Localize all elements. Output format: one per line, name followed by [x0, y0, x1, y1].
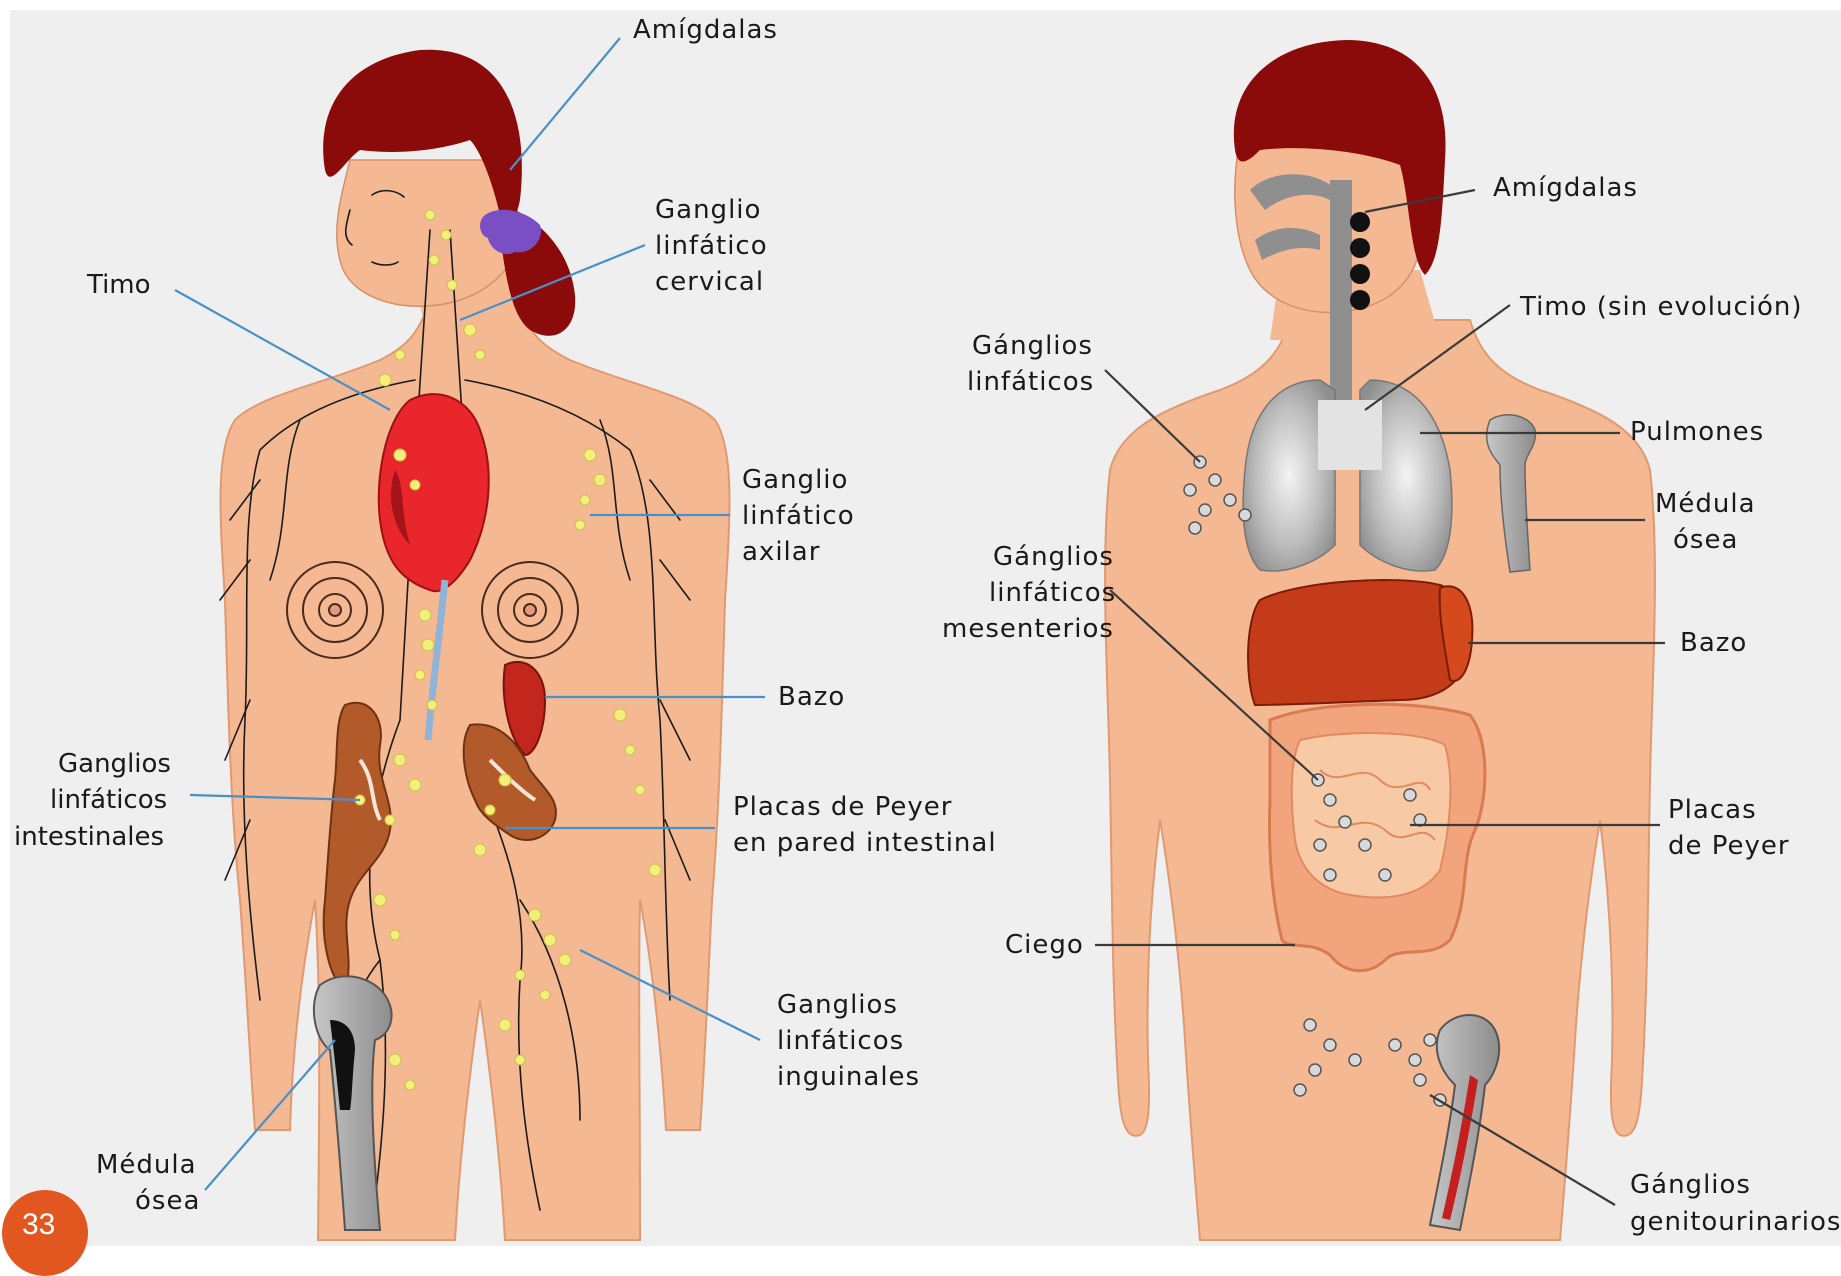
- label-placas-peyer-female-1: Placas de Peyer: [733, 792, 952, 822]
- label-bazo-female: Bazo: [778, 682, 845, 712]
- slide-number: 33: [22, 1208, 55, 1242]
- label-ganglios-inguinales-2: linfáticos: [777, 1026, 904, 1056]
- label-bazo-male: Bazo: [1680, 628, 1747, 658]
- label-ganglios-intestinales-3: intestinales: [14, 822, 164, 852]
- slide-number-badge: 33: [2, 1190, 88, 1276]
- label-ganglios-intestinales-1: Ganglios: [58, 749, 171, 779]
- label-medula-osea-female-2: ósea: [135, 1186, 200, 1216]
- label-amigdalas-male: Amígdalas: [1493, 173, 1638, 203]
- label-medula-osea-male-1: Médula: [1655, 489, 1756, 519]
- male-figure: [1105, 40, 1655, 1240]
- label-ganglios-mesenterios-1: Gánglios: [993, 542, 1114, 572]
- male-liver: [1248, 580, 1470, 705]
- label-ciego: Ciego: [1005, 930, 1084, 960]
- label-ganglios-linfaticos-1: Gánglios: [972, 331, 1093, 361]
- label-ganglio-axilar-1: Ganglio: [742, 465, 848, 495]
- male-face: [1235, 140, 1420, 312]
- label-ganglio-axilar-2: linfático: [742, 501, 855, 531]
- label-timo-female: Timo: [86, 270, 151, 300]
- label-ganglios-inguinales-3: inguinales: [777, 1062, 920, 1092]
- female-figure: [220, 50, 729, 1240]
- label-ganglio-cervical-3: cervical: [655, 267, 764, 297]
- label-ganglios-mesenterios-2: linfáticos: [989, 578, 1116, 608]
- male-small-intestine: [1292, 733, 1451, 897]
- label-ganglios-inguinales-1: Ganglios: [777, 990, 898, 1020]
- label-ganglio-cervical-1: Ganglio: [655, 195, 761, 225]
- label-placas-peyer-male-1: Placas: [1668, 795, 1757, 825]
- label-ganglio-cervical-2: linfático: [655, 231, 768, 261]
- label-timo-male: Timo (sin evolución): [1519, 292, 1803, 322]
- label-ganglios-mesenterios-3: mesenterios: [942, 614, 1114, 644]
- label-ganglio-axilar-3: axilar: [742, 537, 820, 567]
- label-ganglios-genitourinarios-2: genitourinarios: [1630, 1207, 1841, 1237]
- label-amigdalas-female: Amígdalas: [633, 15, 778, 45]
- label-placas-peyer-male-2: de Peyer: [1668, 831, 1790, 861]
- label-pulmones: Pulmones: [1630, 417, 1764, 447]
- male-trachea: [1330, 180, 1352, 400]
- label-medula-osea-male-2: ósea: [1673, 525, 1738, 555]
- label-medula-osea-female-1: Médula: [96, 1150, 197, 1180]
- label-ganglios-genitourinarios-1: Gánglios: [1630, 1170, 1751, 1200]
- label-ganglios-intestinales-2: linfáticos: [50, 785, 167, 815]
- label-ganglios-linfaticos-2: linfáticos: [967, 367, 1094, 397]
- label-placas-peyer-female-2: en pared intestinal: [733, 828, 997, 858]
- male-thymus: [1318, 400, 1382, 470]
